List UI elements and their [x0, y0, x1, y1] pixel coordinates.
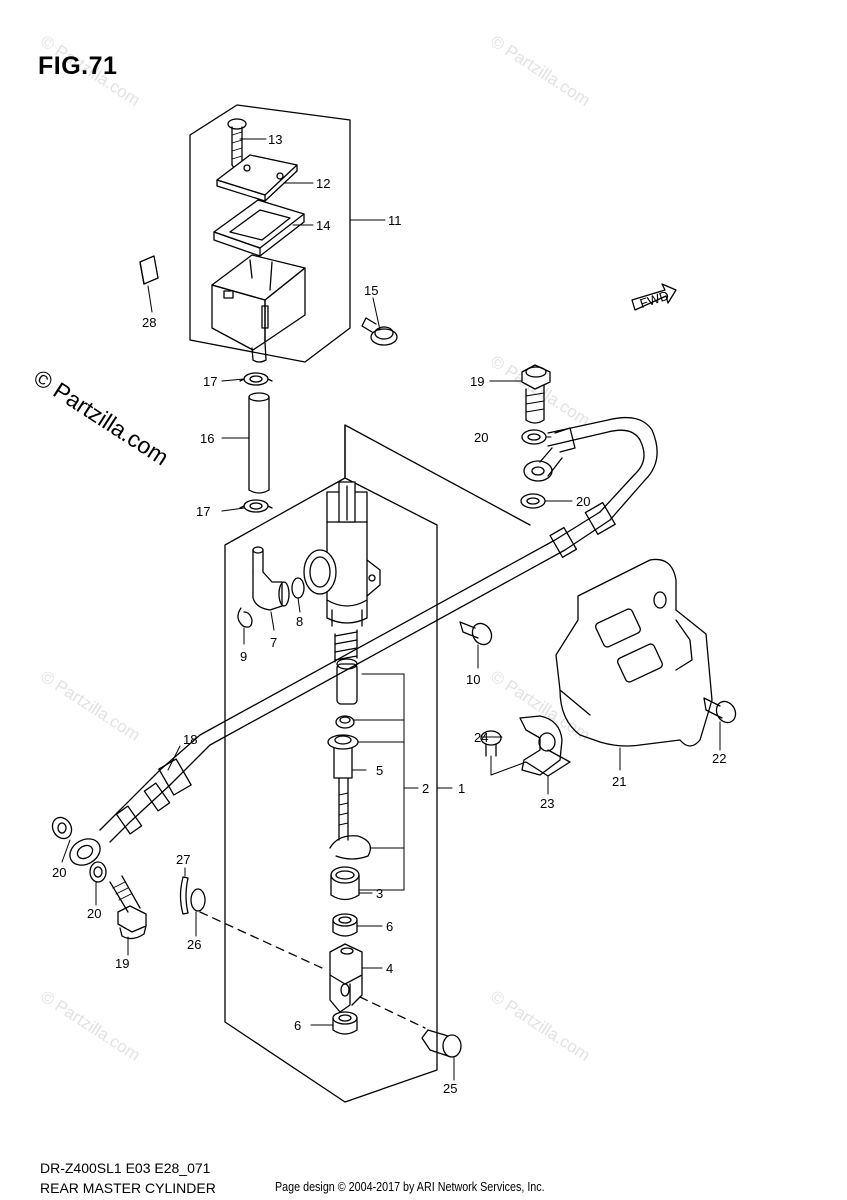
callout-10: 10	[466, 672, 480, 687]
o-ring-part	[291, 577, 305, 599]
banjo-bolt-part	[521, 364, 551, 424]
nut-part	[332, 1011, 358, 1035]
callout-2: 2	[422, 781, 429, 796]
circlip-part	[237, 607, 253, 628]
sealing-washer-part	[521, 429, 547, 445]
callout-6: 6	[386, 919, 393, 934]
callout-25: 25	[443, 1081, 457, 1096]
callout-15: 15	[364, 283, 378, 298]
callout-12: 12	[316, 176, 330, 191]
diaphragm-part	[213, 199, 305, 257]
sealing-washer-part	[89, 861, 107, 883]
callout-24: 24	[474, 730, 488, 745]
reservoir-group-outline	[189, 104, 351, 363]
callout-17: 17	[203, 374, 217, 389]
diagram-name: REAR MASTER CYLINDER	[40, 1180, 216, 1196]
washer-part	[190, 888, 206, 912]
callout-5: 5	[376, 763, 383, 778]
fwd-arrow-icon	[631, 283, 677, 311]
callout-21: 21	[612, 774, 626, 789]
cotter-pin-part	[179, 876, 189, 915]
callout-18: 18	[183, 732, 197, 747]
piston-part	[327, 734, 359, 841]
callout-13: 13	[268, 132, 282, 147]
mounting-bracket-part	[519, 715, 571, 777]
model-code: DR-Z400SL1 E03 E28_071	[40, 1160, 211, 1176]
screw-part	[227, 118, 247, 173]
page-credit: Page design © 2004-2017 by ARI Network S…	[275, 1180, 545, 1194]
callout-20: 20	[52, 865, 66, 880]
callout-27: 27	[176, 852, 190, 867]
callout-20: 20	[87, 906, 101, 921]
callout-6: 6	[294, 1018, 301, 1033]
mounting-bolt-part	[361, 317, 398, 346]
banjo-bolt-part	[109, 875, 147, 940]
hose-elbow-part	[252, 546, 290, 611]
callout-11: 11	[388, 213, 402, 228]
figure-title: FIG.71	[38, 52, 118, 80]
callout-17: 17	[196, 504, 210, 519]
fwd-label: FWD	[638, 288, 671, 311]
reservoir-body-part	[211, 254, 306, 363]
callout-4: 4	[386, 961, 393, 976]
grommet-part	[139, 255, 159, 285]
callout-1: 1	[458, 781, 465, 796]
nut-part	[332, 913, 358, 937]
callout-22: 22	[712, 751, 726, 766]
callout-9: 9	[240, 649, 247, 664]
sealing-washer-part	[51, 816, 73, 840]
clevis-pin-part	[421, 1029, 462, 1058]
callout-19: 19	[470, 374, 484, 389]
callout-20: 20	[474, 430, 488, 445]
hose-clamp-part	[239, 499, 273, 513]
sealing-washer-part	[520, 493, 546, 509]
bracket-screw-part	[480, 730, 502, 757]
cover-bolt-part	[459, 621, 493, 646]
master-cylinder-cover-part	[555, 558, 713, 747]
callout-14: 14	[316, 218, 330, 233]
clevis-part	[329, 943, 363, 1013]
callout-20: 20	[576, 494, 590, 509]
piston-seal-part	[335, 715, 355, 729]
callout-19: 19	[115, 956, 129, 971]
callout-8: 8	[296, 614, 303, 629]
hose-clamp-part	[239, 372, 273, 386]
reservoir-hose-part	[248, 392, 270, 494]
callout-7: 7	[270, 635, 277, 650]
spring-part	[334, 629, 358, 663]
callout-23: 23	[540, 796, 554, 811]
master-cylinder-body-part	[303, 481, 381, 627]
callout-26: 26	[187, 937, 201, 952]
cover-screw-part	[703, 697, 737, 724]
callout-16: 16	[200, 431, 214, 446]
boot-part	[330, 866, 360, 901]
callout-3: 3	[376, 886, 383, 901]
brake-hose-part	[69, 416, 658, 866]
callout-28: 28	[142, 315, 156, 330]
snap-ring-part	[329, 835, 372, 860]
reservoir-cap-part	[216, 154, 298, 202]
